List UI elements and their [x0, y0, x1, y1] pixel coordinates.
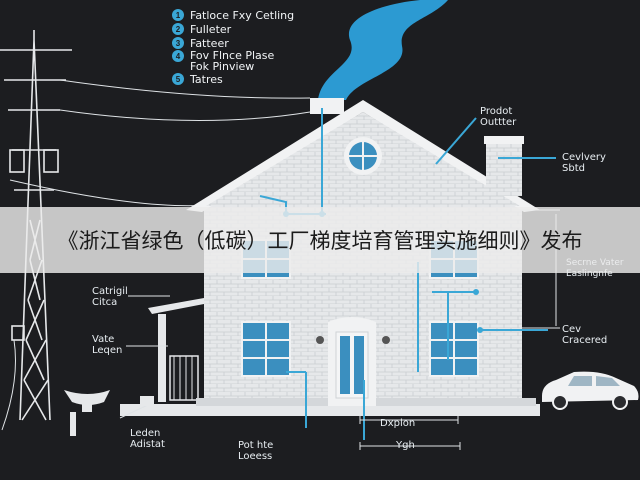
legend-marker: 2 — [172, 23, 184, 35]
garden-fountain — [64, 390, 154, 436]
legend-label: Fatloce Fxy Cetling — [190, 8, 295, 22]
headline-text: 《浙江省绿色（低碳）工厂梯度培育管理实施细则》发布 — [57, 229, 583, 253]
legend-label: Fatteer — [190, 36, 229, 50]
legend-marker: 5 — [172, 73, 184, 85]
legend-marker: 1 — [172, 9, 184, 21]
callout-post-lodess: Pot hte Loeess — [238, 440, 274, 462]
callout-chimney: Cevlvery Sbtd — [562, 152, 606, 174]
dimension-depth-label: Dxplon — [380, 418, 416, 429]
legend-item: 1 Fatloce Fxy Cetling — [172, 8, 294, 22]
round-window — [344, 137, 382, 175]
headline-banner: 《浙江省绿色（低碳）工厂梯度培育管理实施细则》发布 — [0, 207, 640, 273]
callout-product-outlet: Prodot Outtter — [480, 106, 517, 128]
callout-leden-adistat: Leden Adistat — [130, 428, 165, 450]
legend-label: Tatres — [190, 72, 223, 86]
legend-label: Fulleter — [190, 22, 232, 36]
side-porch — [148, 298, 204, 402]
legend-marker: 4 — [172, 50, 184, 62]
callout-cs-catered: Cev Cracered — [562, 324, 608, 346]
parked-car — [542, 371, 639, 410]
legend-label: Fov Flnce Plase Fok Pinview — [190, 49, 275, 73]
transmission-tower — [0, 30, 72, 421]
callout-catrigil: Catrigil Citca — [92, 286, 128, 308]
power-lines — [1, 79, 311, 431]
legend-item: 3 Fatteer — [172, 36, 229, 50]
legend-item: 5 Tatres — [172, 72, 223, 86]
legend-item: 2 Fulleter — [172, 22, 231, 36]
legend-item: 4 Fov Flnce Plase Fok Pinview — [172, 50, 274, 74]
callout-vate-leqen: Vate Leqen — [92, 334, 123, 356]
legend-marker: 3 — [172, 37, 184, 49]
chimney-smoke — [318, 0, 448, 100]
annotation-lines — [259, 108, 556, 440]
dimension-width-label: Ygh — [396, 440, 415, 451]
